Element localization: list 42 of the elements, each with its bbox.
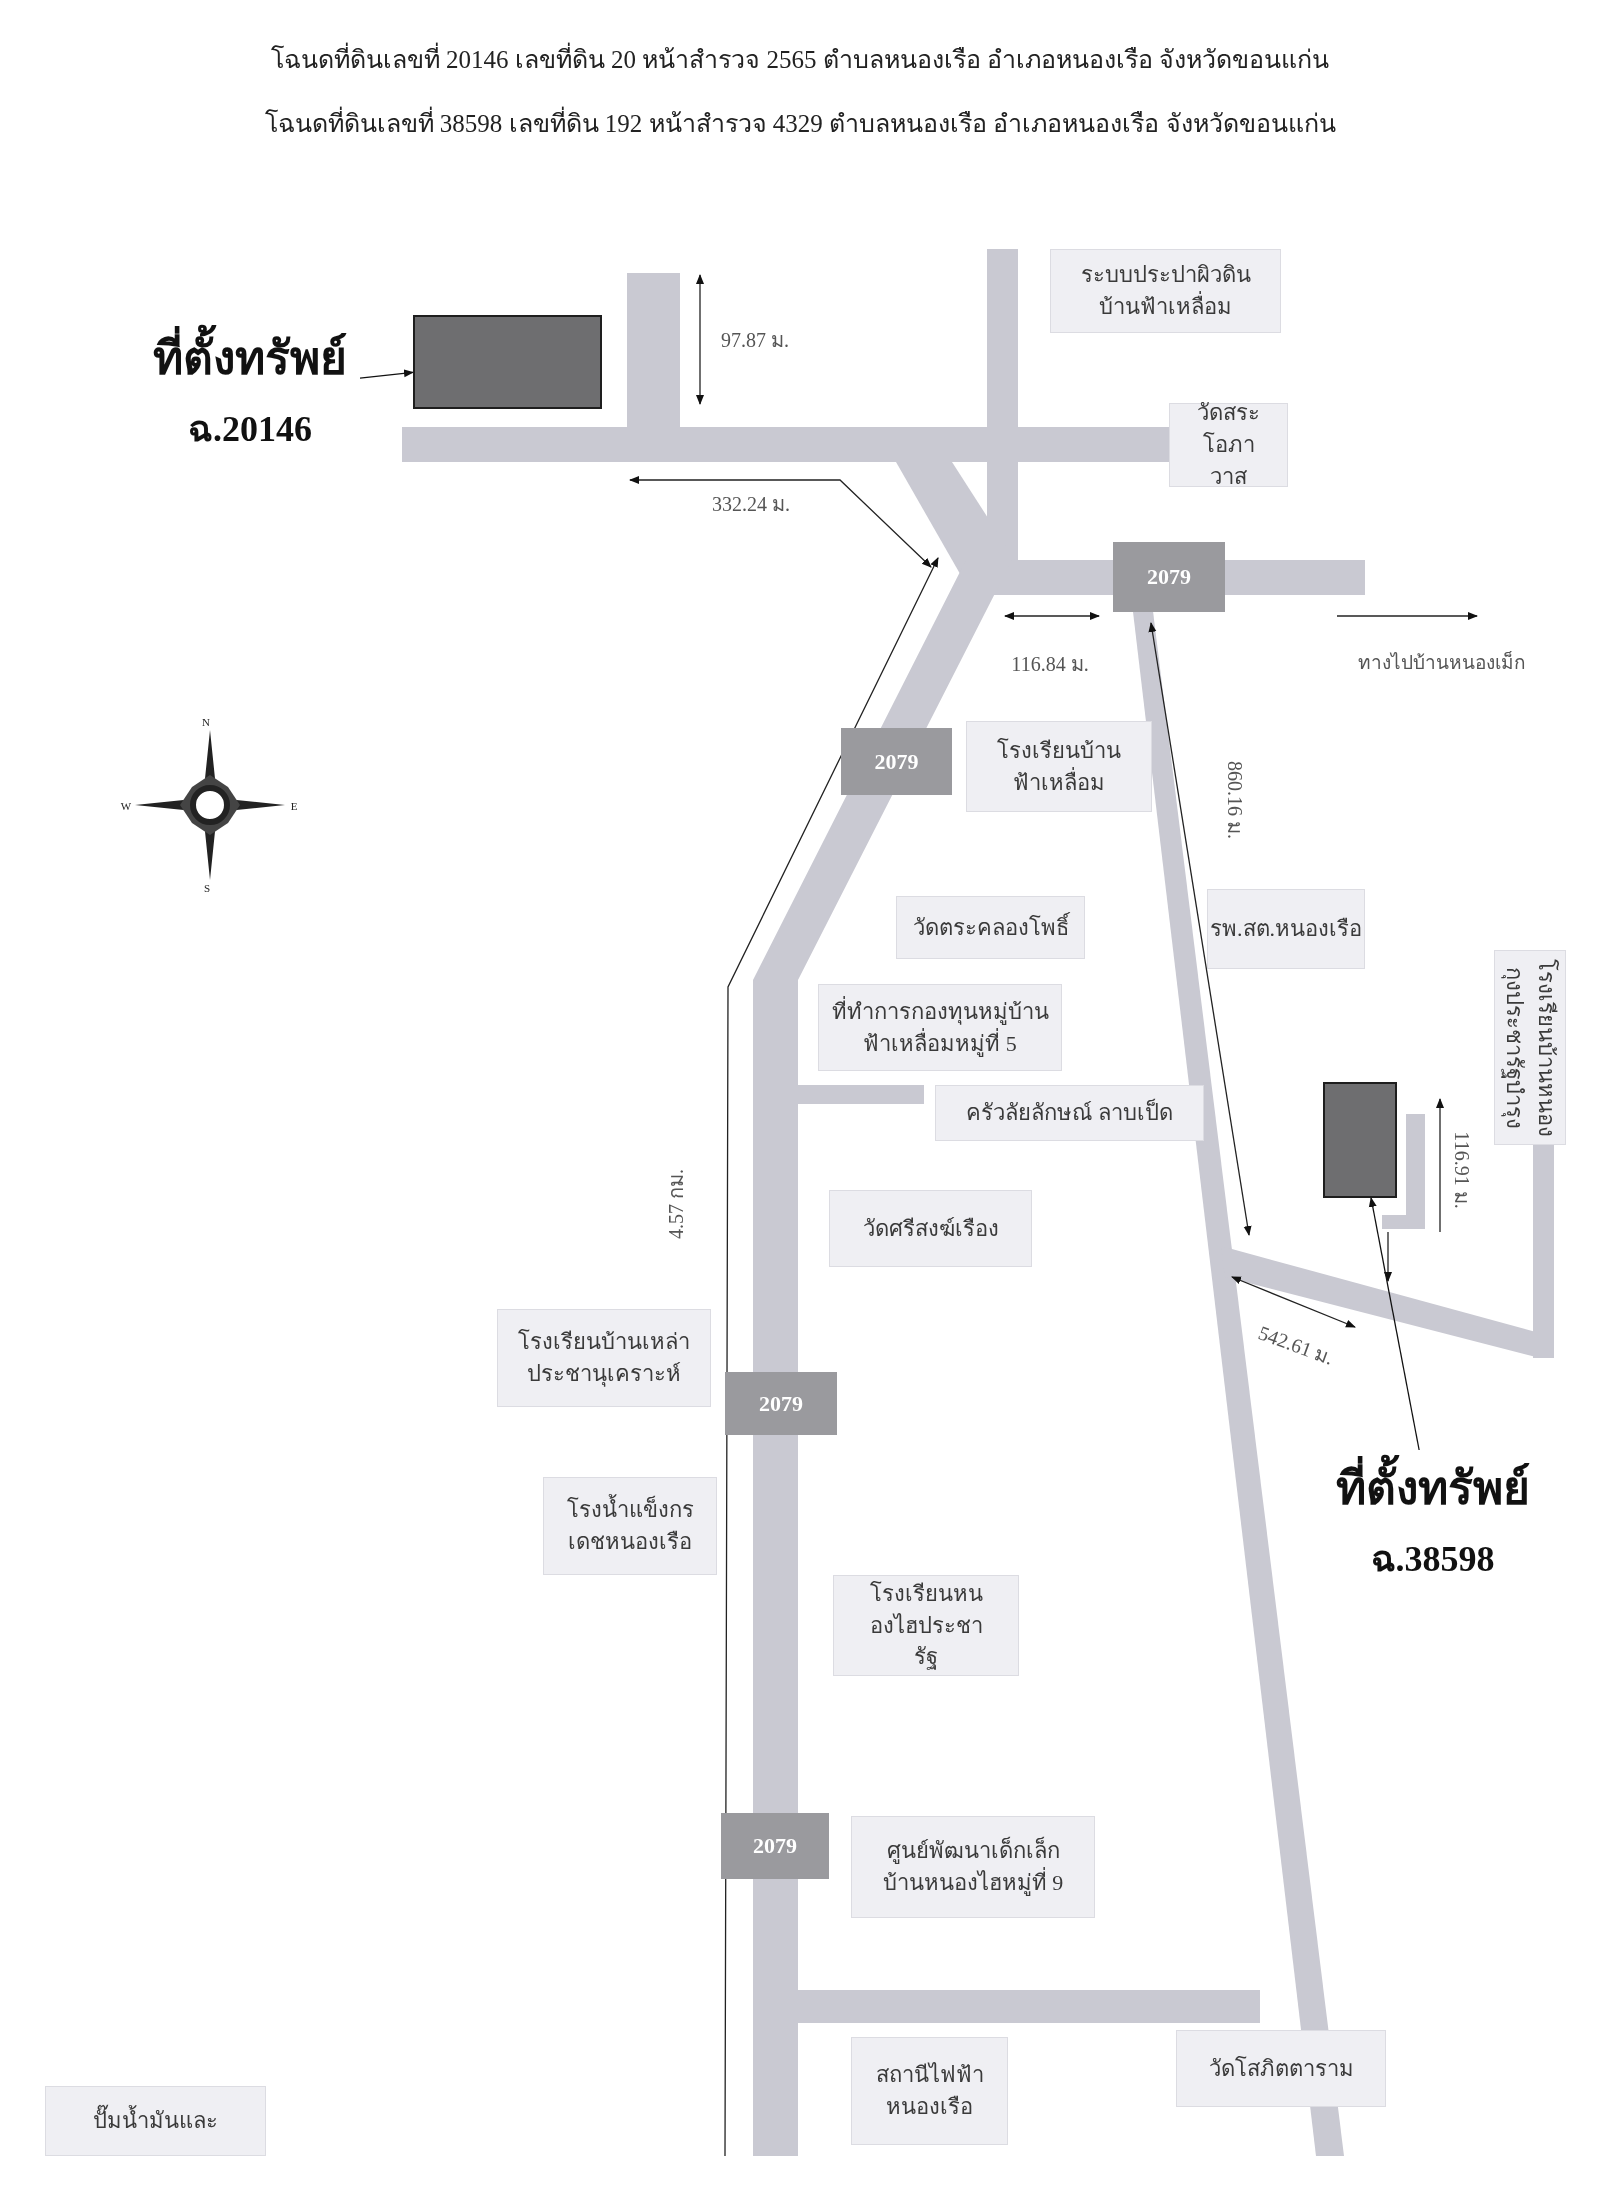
place-label: ที่ทำการกองทุนหมู่บ้านฟ้าเหลื่อมหมู่ที่ 5 <box>818 984 1062 1071</box>
place-label: วัดตระคลองโพธิ์ <box>896 896 1085 959</box>
place-label: ปั๊มน้ำมันและ <box>45 2086 266 2156</box>
heading: โฉนดที่ดินเลขที่ 38598 เลขที่ดิน 192 หน้าสำรวจ 4329 ตำบลหนองเรือ อำเภอหนองเรือ จังหวัดขอนแก่น <box>264 103 1336 143</box>
road-number-sign: 2079 <box>1113 542 1225 612</box>
road-number-sign: 2079 <box>725 1372 837 1435</box>
leader-line <box>359 369 414 379</box>
place-label: รพ.สต.หนองเรือ <box>1207 889 1365 969</box>
compass-letter: W <box>120 800 132 812</box>
leader-line <box>1368 1197 1420 1451</box>
place-label: โรงเรียนบ้านหนองกุงประชารัฐบำรุง <box>1494 950 1566 1145</box>
location-title: ที่ตั้งทรัพย์ <box>153 320 347 399</box>
compass-letter: E <box>290 800 298 812</box>
place-label: โรงเรียนบ้านเหล่าประชานุเคราะห์ <box>497 1309 711 1407</box>
property-plot <box>413 315 602 409</box>
place-label: ระบบประปาผิวดินบ้านฟ้าเหลื่อม <box>1050 249 1281 333</box>
place-label: โรงเรียนหนองไฮประชารัฐ <box>833 1575 1019 1676</box>
place-label: ครัวลัยลักษณ์ ลาบเป็ด <box>935 1085 1204 1141</box>
place-label: วัดสระโอภาวาส <box>1169 403 1288 487</box>
road-number-sign: 2079 <box>841 728 952 795</box>
place-label: โรงเรียนบ้านฟ้าเหลื่อม <box>966 721 1152 812</box>
compass-letter: N <box>202 716 210 728</box>
place-label: โรงน้ำแข็งกรเดชหนองเรือ <box>543 1477 717 1575</box>
place-label: วัดโสภิตตาราม <box>1176 2030 1386 2107</box>
heading: โฉนดที่ดินเลขที่ 20146 เลขที่ดิน 20 หน้าสำรวจ 2565 ตำบลหนองเรือ อำเภอหนองเรือ จังหวัดขอนแก่น <box>270 39 1330 79</box>
deed-number: ฉ.20146 <box>188 407 312 451</box>
deed-number: ฉ.38598 <box>1370 1537 1495 1581</box>
dimension-label: 4.57 กม. <box>664 1169 688 1239</box>
dimension-label: 97.87 ม. <box>721 328 789 353</box>
direction-label: ทางไปบ้านหนองเม็ก <box>1358 650 1526 675</box>
dimension-label: 116.91 ม. <box>1450 1131 1474 1209</box>
dimension-label: 860.16 ม. <box>1223 761 1247 839</box>
compass-letter: S <box>203 882 211 894</box>
road-number-sign: 2079 <box>721 1813 829 1879</box>
place-label: ศูนย์พัฒนาเด็กเล็กบ้านหนองไฮหมู่ที่ 9 <box>851 1816 1095 1918</box>
dimension-label: 542.61 ม. <box>1254 1320 1338 1371</box>
dimension-label: 116.84 ม. <box>1011 652 1089 677</box>
place-label: วัดศรีสงฆ์เรือง <box>829 1190 1032 1267</box>
place-label: สถานีไฟฟ้าหนองเรือ <box>851 2037 1008 2145</box>
location-title: ที่ตั้งทรัพย์ <box>1335 1450 1530 1529</box>
dimension-label: 332.24 ม. <box>712 492 790 517</box>
property-plot <box>1323 1082 1397 1198</box>
